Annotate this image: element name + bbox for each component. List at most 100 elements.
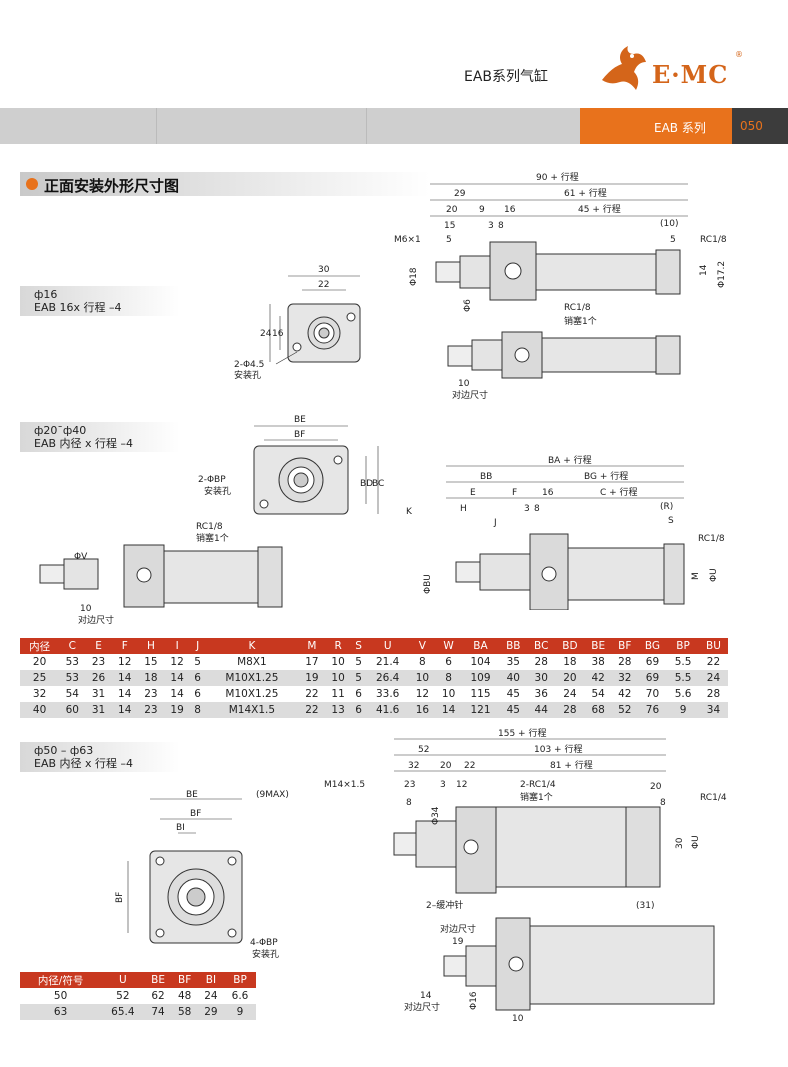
plug-label: 销塞1个: [196, 532, 229, 544]
table-cell: 34: [698, 702, 728, 718]
table-cell: 74: [144, 1004, 172, 1020]
table-cell: 24: [698, 670, 728, 686]
table-cell: 5.5: [674, 656, 692, 668]
table-cell: 9: [224, 1004, 256, 1020]
table-cell: 115: [470, 688, 491, 700]
table-cell: 25: [20, 670, 60, 686]
dim-bc: BC: [372, 479, 384, 489]
dim-16: 16: [272, 329, 284, 339]
table-cell: BG: [637, 638, 668, 654]
hole-label-2: 安装孔: [252, 948, 279, 960]
dim-phibu: ΦBU: [423, 574, 433, 594]
across-flats-2: 对边尺寸: [404, 1001, 440, 1013]
table-cell: 5.5: [667, 670, 699, 686]
table-cell: 24: [204, 990, 218, 1002]
dim-8: 8: [406, 798, 412, 808]
dim-30: 30: [675, 837, 685, 849]
table-cell: 5: [351, 670, 367, 686]
table-cell: 26: [85, 670, 112, 686]
table-cell: 29: [197, 1004, 225, 1020]
dim-ba-stroke: BA + 行程: [548, 454, 592, 466]
dim-24: 24: [260, 329, 272, 339]
dim-90-stroke: 90 + 行程: [536, 171, 579, 183]
table-cell: K: [205, 638, 299, 654]
table-cell: 14: [164, 670, 191, 686]
table-cell: 63: [20, 1004, 102, 1020]
dim-10: 10: [458, 379, 470, 389]
table-cell: 52: [611, 702, 638, 718]
across-flats: 对边尺寸: [452, 389, 488, 401]
dim-22: 22: [318, 280, 329, 290]
table-cell: 28: [618, 656, 632, 668]
table-cell: 40: [499, 670, 528, 686]
table-cell: H: [137, 638, 165, 654]
table-cell: U: [101, 972, 145, 988]
dim-45-stroke: 45 + 行程: [578, 203, 621, 215]
table-cell: 6: [194, 688, 201, 700]
section-bullet-icon: [26, 178, 38, 190]
flange-front-view-50-63: BE (9MAX) BF BI BF 4-ΦBP 安装孔: [115, 790, 289, 960]
table-cell: 18: [563, 656, 577, 668]
dim-e: E: [470, 488, 476, 498]
table-cell: 76: [637, 702, 668, 718]
table-cell: 68: [584, 702, 612, 718]
dim-52: 52: [418, 745, 429, 755]
table-cell: 14: [435, 702, 462, 718]
brand-logo: E·MC: [652, 60, 729, 89]
group-model: EAB 16x 行程 –4: [34, 301, 122, 314]
table-cell: 45: [506, 688, 520, 700]
table-cell: BE: [584, 638, 612, 654]
table-cell: 20: [555, 670, 585, 686]
group-bore: ф20ˉф40: [34, 424, 87, 437]
table-cell: M8X1: [237, 656, 267, 668]
table-cell: 58: [171, 1004, 198, 1020]
dim-phi18: Φ18: [409, 267, 419, 286]
dim-19: 19: [452, 937, 464, 947]
table-cell: R: [325, 638, 352, 654]
table-cell: 32: [32, 688, 47, 700]
page-number: 050: [732, 108, 788, 144]
dim-22: 22: [464, 761, 475, 771]
dim-c-stroke: C + 行程: [600, 486, 638, 498]
dim-12: 12: [456, 780, 467, 790]
dim-29: 29: [454, 189, 466, 199]
hole-label: 4-ΦBP: [250, 938, 278, 948]
band-divider: [366, 108, 367, 144]
dim-be: BE: [186, 790, 198, 800]
dim-phiu: ΦU: [691, 835, 701, 849]
table-cell: 6: [355, 688, 362, 700]
dim-5b: 5: [670, 235, 676, 245]
flange-front-view-16: 30 22 24 16 2-Φ4.5 安装孔: [234, 265, 361, 381]
table-cell: BA: [461, 638, 500, 654]
table-cell: I: [164, 638, 191, 654]
table-cell: V: [409, 638, 436, 654]
plug-label: 销塞1个: [520, 791, 553, 803]
table-cell: C: [59, 638, 86, 654]
table-cell: 32: [611, 670, 638, 686]
table-cell: 19: [164, 702, 191, 718]
table-cell: 69: [637, 670, 668, 686]
table-cell: 23: [137, 702, 165, 718]
table-cell: U: [366, 638, 410, 654]
dim-bf: BF: [190, 809, 201, 819]
brand-horse-icon: [602, 46, 646, 90]
table-cell: 40: [20, 702, 60, 718]
dim-61-stroke: 61 + 行程: [564, 187, 607, 199]
table-cell: 14: [170, 688, 184, 700]
dim-16: 16: [504, 205, 516, 215]
dim-14: 14: [420, 991, 432, 1001]
table-cell: 内径/符号: [20, 972, 102, 988]
table-cell: 6: [190, 670, 206, 686]
table-cell: 5.6: [674, 688, 692, 700]
dim-m: M: [691, 572, 701, 580]
table-cell: 65.4: [101, 1004, 145, 1020]
dim-10: 10: [512, 1014, 524, 1024]
plug-label: 销塞1个: [564, 315, 597, 327]
dim-20: 20: [446, 205, 458, 215]
